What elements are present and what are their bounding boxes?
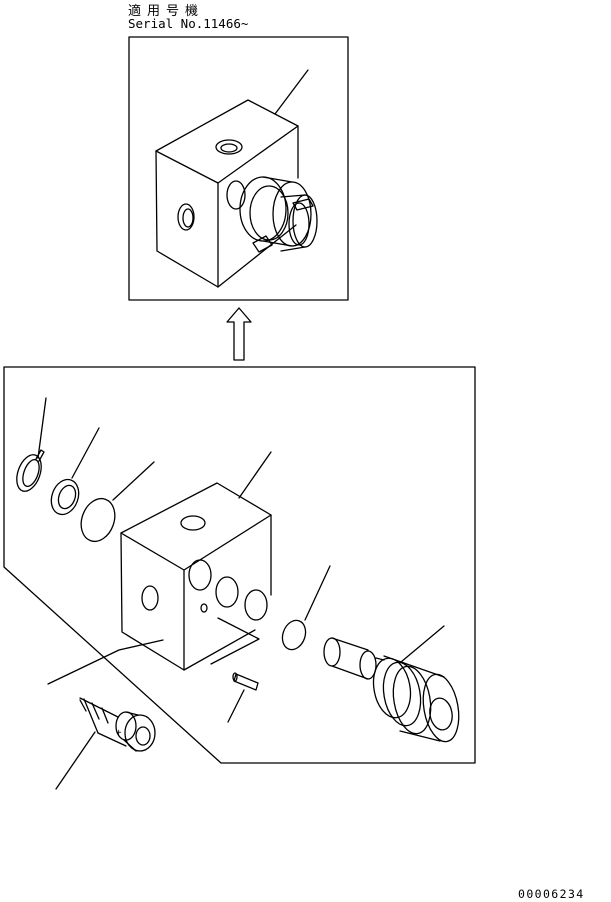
applicable-models-label: 適用号機 [128, 4, 205, 19]
o-ring-small [281, 565, 331, 651]
valve-body [120, 451, 272, 671]
snap-ring [16, 397, 47, 492]
plug: + [47, 639, 164, 790]
serial-range-label: Serial No.11466~ [128, 16, 249, 31]
spool [323, 625, 460, 743]
new-version-frame [128, 36, 349, 301]
o-ring-large [80, 461, 155, 543]
pin [210, 617, 260, 723]
assembled-valve-block [155, 69, 318, 288]
drawing-number: 00006234 [518, 887, 585, 901]
svg-text:+: + [116, 728, 122, 738]
update-arrow [226, 307, 252, 361]
old-version-frame [3, 366, 476, 764]
backup-ring [50, 427, 100, 516]
